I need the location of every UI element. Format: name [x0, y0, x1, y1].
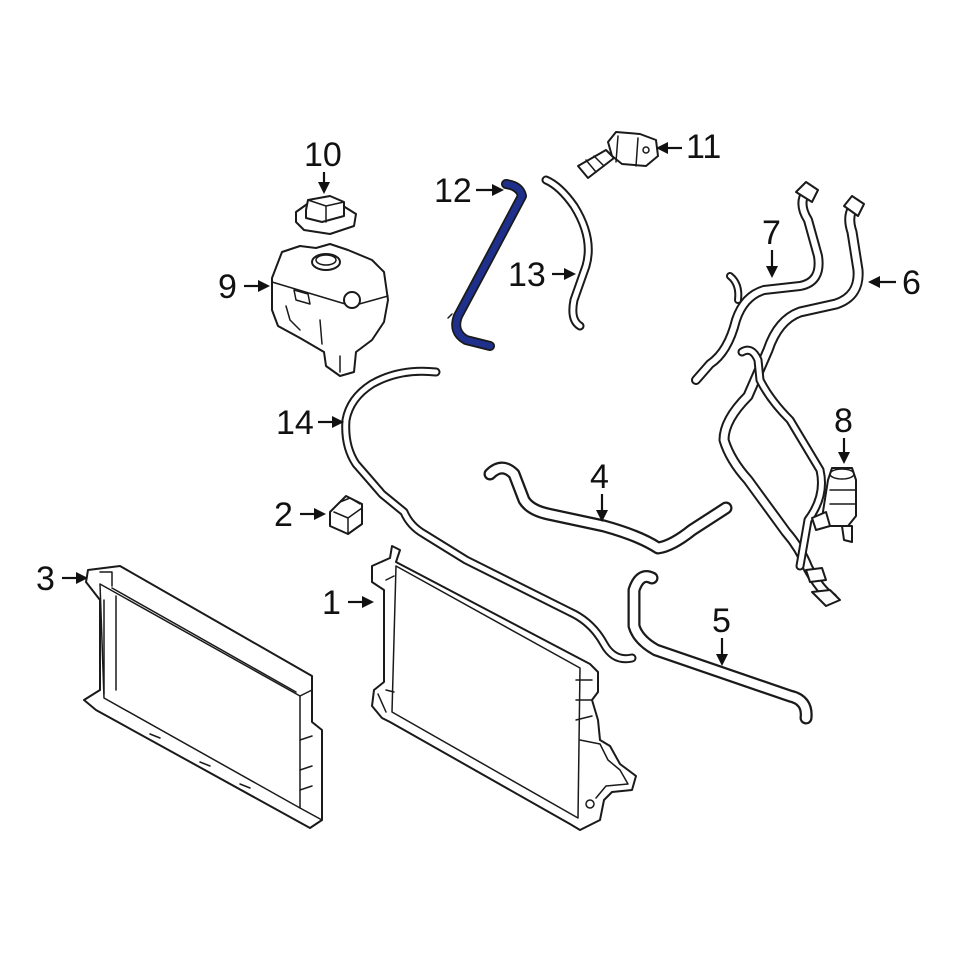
- svg-text:11: 11: [686, 128, 721, 166]
- part-2-insulator[interactable]: [329, 495, 363, 535]
- svg-text:13: 13: [508, 256, 546, 294]
- part-8-pump[interactable]: [811, 467, 857, 543]
- callout-14: 14: [276, 404, 344, 442]
- callout-11: 11: [656, 128, 721, 166]
- callout-9: 9: [218, 268, 270, 306]
- part-9-coolant-reservoir[interactable]: [271, 243, 389, 377]
- svg-text:8: 8: [834, 402, 853, 440]
- callout-12: 12: [434, 172, 504, 210]
- part-12-hose[interactable]: [447, 179, 527, 351]
- svg-text:7: 7: [762, 214, 781, 252]
- svg-text:6: 6: [902, 264, 921, 302]
- callout-3: 3: [36, 560, 88, 598]
- part-3-radiator[interactable]: [83, 565, 323, 829]
- callout-7: 7: [762, 214, 781, 278]
- svg-text:2: 2: [274, 496, 293, 534]
- svg-text:5: 5: [712, 602, 731, 640]
- part-14-hose[interactable]: [341, 366, 637, 664]
- callout-5: 5: [712, 602, 731, 666]
- svg-text:9: 9: [218, 268, 237, 306]
- callout-10: 10: [304, 136, 342, 194]
- part-5-hose[interactable]: [627, 570, 813, 725]
- svg-text:4: 4: [590, 458, 609, 496]
- svg-text:1: 1: [322, 584, 341, 622]
- part-1-radiator[interactable]: [371, 545, 637, 831]
- part-4-hose[interactable]: [483, 461, 733, 555]
- svg-text:10: 10: [304, 136, 342, 174]
- part-7-pipe[interactable]: [691, 181, 827, 583]
- callout-2: 2: [274, 496, 326, 534]
- svg-text:14: 14: [276, 404, 314, 442]
- callout-8: 8: [834, 402, 853, 464]
- callout-13: 13: [508, 256, 576, 294]
- svg-text:12: 12: [434, 172, 472, 210]
- callout-1: 1: [322, 584, 374, 622]
- part-6-pipe[interactable]: [718, 195, 865, 607]
- part-11-sensor[interactable]: [577, 131, 659, 179]
- part-13-hose[interactable]: [541, 175, 593, 331]
- callout-4: 4: [590, 458, 609, 522]
- svg-text:3: 3: [36, 560, 55, 598]
- callout-6: 6: [868, 264, 921, 302]
- part-10-reservoir-cap[interactable]: [295, 195, 357, 235]
